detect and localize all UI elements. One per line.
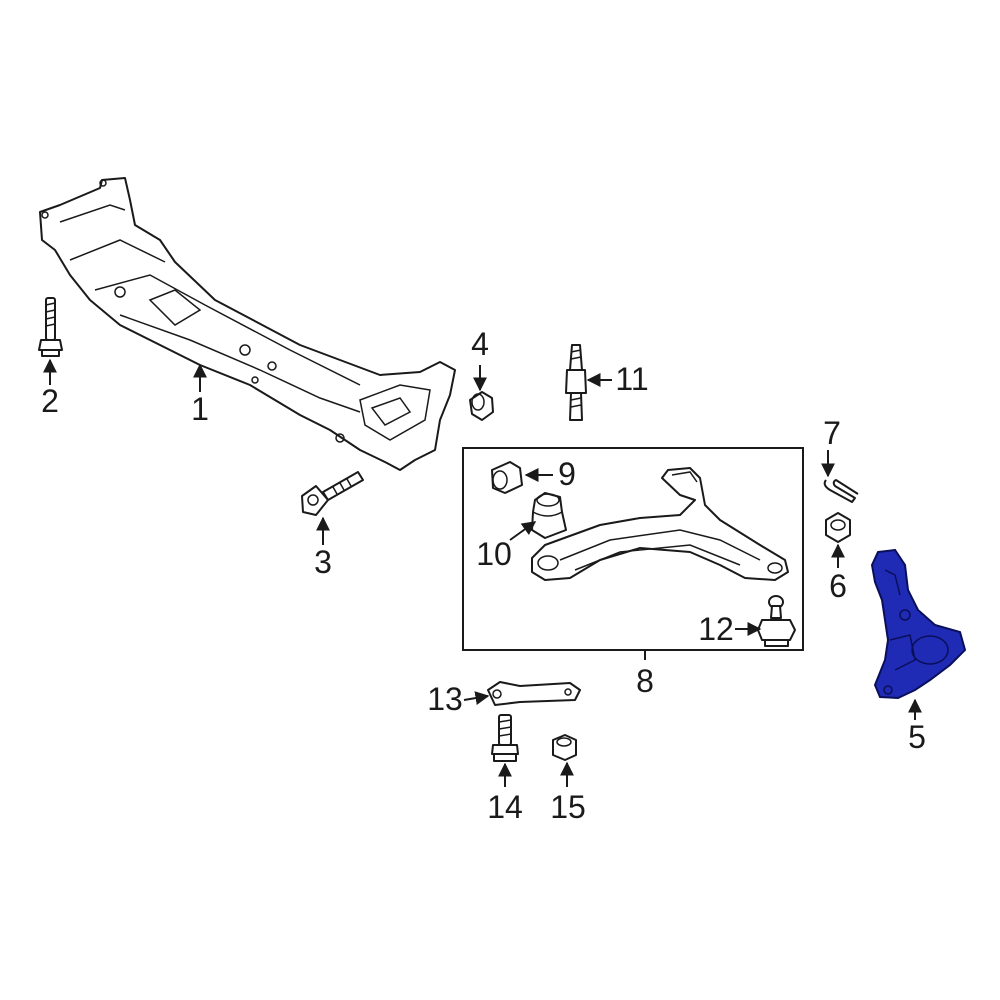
callout-14: 14 <box>487 789 523 825</box>
callout-4: 4 <box>471 326 489 362</box>
callout-labels: 1 2 3 4 5 6 7 8 9 10 11 12 13 14 15 <box>41 326 926 825</box>
callout-13: 13 <box>427 681 463 717</box>
callout-9: 9 <box>558 456 576 492</box>
part-8-assembly-box <box>462 447 804 651</box>
part-12-ball-joint[interactable] <box>757 595 796 647</box>
part-9-bushing[interactable] <box>491 461 523 494</box>
part-7-cotter-pin[interactable] <box>823 479 859 503</box>
callout-7: 7 <box>823 415 841 451</box>
leader-arrows <box>43 358 922 787</box>
part-3-bolt[interactable] <box>301 471 364 516</box>
part-11-stud[interactable] <box>565 344 587 421</box>
part-10-bushing[interactable] <box>531 492 567 539</box>
callout-8: 8 <box>636 663 654 699</box>
part-14-bolt[interactable] <box>491 714 519 762</box>
callout-15: 15 <box>550 789 586 825</box>
part-4-nut[interactable] <box>469 391 494 421</box>
callout-1: 1 <box>191 391 209 427</box>
arrow-10 <box>509 521 537 541</box>
callout-3: 3 <box>314 544 332 580</box>
part-2-bolt[interactable] <box>38 297 63 357</box>
part-5-knuckle[interactable] <box>870 548 967 700</box>
callout-12: 12 <box>698 611 734 647</box>
callout-10: 10 <box>476 536 512 572</box>
callout-11: 11 <box>615 361 648 397</box>
callout-2: 2 <box>41 383 59 419</box>
arrow-13 <box>463 691 490 705</box>
part-13-bracket[interactable] <box>487 681 581 706</box>
callout-5: 5 <box>908 719 926 755</box>
part-1-crossmember[interactable] <box>39 177 456 471</box>
part-15-nut[interactable] <box>552 734 577 761</box>
part-6-nut[interactable] <box>825 512 851 543</box>
callout-6: 6 <box>829 568 847 604</box>
part-8-control-arm[interactable] <box>531 467 789 581</box>
